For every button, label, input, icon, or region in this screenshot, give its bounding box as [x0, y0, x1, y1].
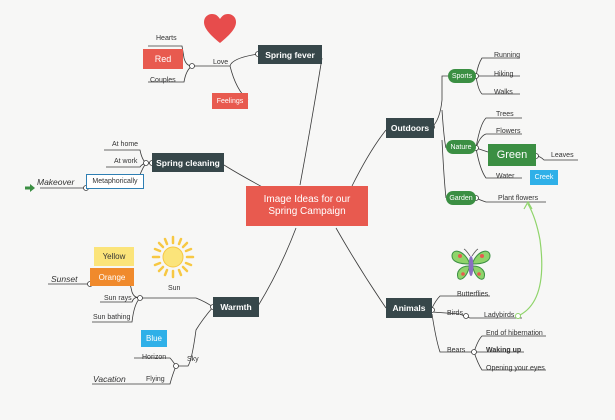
label-horizon: Horizon — [142, 354, 167, 361]
label-makeover: Makeover — [37, 177, 75, 187]
branch-spring-cleaning[interactable]: Spring cleaning — [152, 153, 224, 172]
metaphorically-box[interactable]: Metaphorically — [86, 174, 144, 189]
sun-icon — [151, 235, 195, 284]
color-orange-tag: Orange — [90, 268, 134, 286]
color-yellow-tag: Yellow — [94, 247, 134, 266]
label-couples: Couples — [150, 77, 176, 84]
label-love: Love — [213, 59, 229, 66]
branch-warmth[interactable]: Warmth — [213, 297, 259, 317]
central-topic-line2: Spring Campaign — [268, 206, 346, 217]
label-birds: Birds — [447, 310, 463, 317]
label-sun-rays: Sun rays — [104, 295, 132, 302]
label-sun: Sun — [168, 285, 181, 292]
color-blue-tag: Blue — [141, 330, 167, 347]
color-green-tag: Green — [488, 144, 536, 166]
label-water: Water — [496, 173, 515, 180]
label-sky: Sky — [187, 356, 199, 363]
branch-spring-fever[interactable]: Spring fever — [258, 45, 322, 64]
label-at-work: At work — [114, 158, 138, 165]
feelings-tag: Feelings — [212, 93, 248, 109]
label-flying: Flying — [146, 376, 165, 383]
label-hiking: Hiking — [494, 71, 514, 78]
creek-tag: Creek — [530, 170, 558, 185]
label-flowers: Flowers — [496, 128, 521, 135]
label-sunset: Sunset — [51, 274, 78, 284]
label-ladybirds: Ladybirds — [484, 312, 515, 319]
label-hearts: Hearts — [156, 35, 177, 42]
label-plant-flowers: Plant flowers — [498, 195, 539, 202]
node-sports[interactable]: Sports — [448, 69, 476, 83]
label-bears: Bears — [447, 347, 466, 354]
label-running: Running — [494, 52, 521, 59]
label-sun-bathing: Sun bathing — [93, 314, 131, 321]
node-garden[interactable]: Garden — [446, 191, 476, 205]
label-opening-eyes: Opening your eyes — [486, 365, 545, 372]
branch-outdoors[interactable]: Outdoors — [386, 118, 434, 138]
label-at-home: At home — [112, 141, 139, 148]
heart-icon — [203, 14, 237, 49]
label-butterflies: Butterflies — [457, 291, 489, 298]
relation-link — [519, 203, 543, 316]
branch-animals[interactable]: Animals — [386, 298, 432, 318]
label-waking-up: Waking up — [486, 347, 522, 354]
color-red-tag: Red — [143, 49, 183, 69]
label-trees: Trees — [496, 111, 514, 118]
label-end-of-hibernation: End of hibernation — [486, 330, 543, 337]
label-vacation: Vacation — [93, 374, 126, 384]
butterfly-icon — [450, 248, 492, 287]
node-nature[interactable]: Nature — [446, 140, 476, 154]
arrow-right-icon — [25, 179, 35, 197]
central-topic[interactable]: Image Ideas for our Spring Campaign — [246, 186, 368, 226]
label-walks: Walks — [494, 89, 513, 96]
label-leaves: Leaves — [551, 152, 574, 159]
central-topic-line1: Image Ideas for our — [263, 193, 351, 205]
